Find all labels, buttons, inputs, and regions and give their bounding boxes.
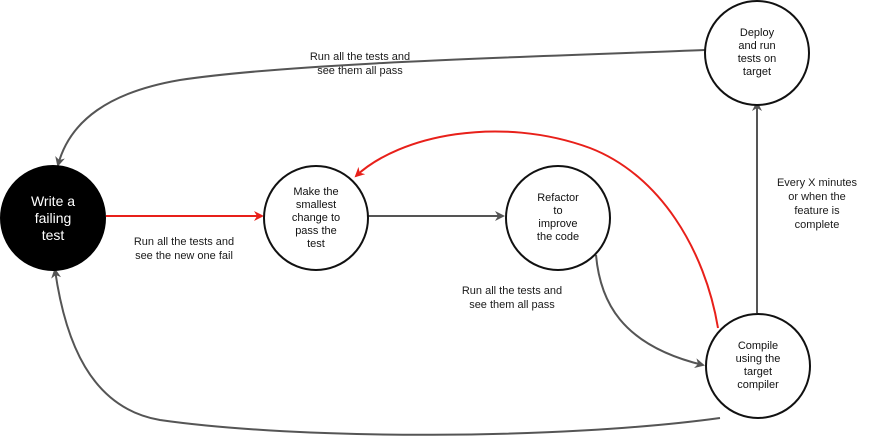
edge-refactor-to-compile [595,254,705,368]
edge-label-every-x-minutes: Every X minutes or when the feature is c… [776,177,858,231]
edge-compile-to-write-test [51,268,721,436]
edge-compile-to-smallest-change [354,130,719,329]
node-write-failing-test: Write a failing test [0,165,106,271]
edge-label-new-one-fail: Run all the tests and see the new one fa… [133,236,235,262]
node-refactor-label: Refactor to improve the code [536,192,580,243]
node-refactor: Refactor to improve the code [505,165,611,271]
edge-deploy-to-write-test [55,49,706,167]
edge-label-middle-pass: Run all the tests and see them all pass [461,285,563,311]
node-write-failing-test-label: Write a failing test [30,192,76,243]
edge-label-top-pass: Run all the tests and see them all pass [309,51,411,77]
node-compile-label: Compile using the target compiler [735,340,781,391]
node-compile: Compile using the target compiler [705,313,811,419]
node-smallest-change: Make the smallest change to pass the tes… [263,165,369,271]
node-deploy: Deploy and run tests on target [704,0,810,106]
node-deploy-label: Deploy and run tests on target [737,27,777,78]
node-smallest-change-label: Make the smallest change to pass the tes… [291,185,341,250]
